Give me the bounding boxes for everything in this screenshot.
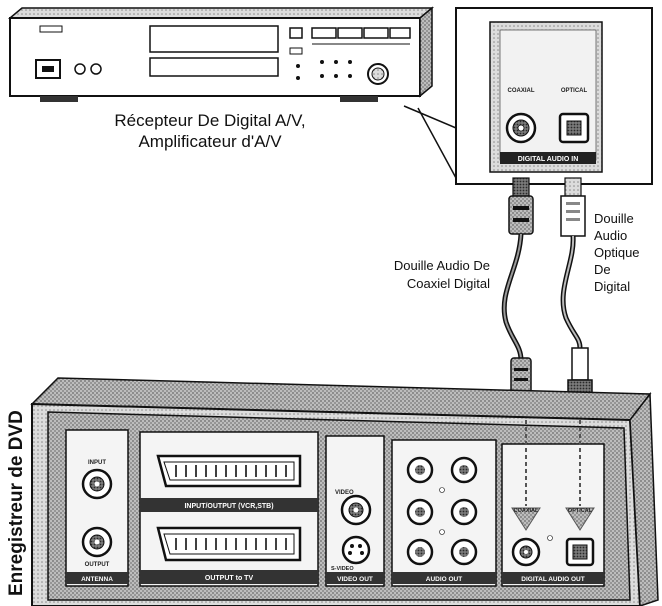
scart-output-tv-socket[interactable]: [156, 526, 302, 562]
scart-input-output-socket[interactable]: [156, 454, 302, 488]
video-label: VIDEO: [335, 490, 354, 496]
antenna-output-label: OUTPUT: [85, 562, 110, 568]
audio-out-panel: [391, 439, 497, 587]
digital-audio-out-panel: [501, 420, 605, 587]
video-out-label: VIDEO OUT: [337, 576, 373, 583]
receiver-label-line2: Amplificateur d'A/V: [138, 132, 282, 151]
receiver-label-line1: Récepteur De Digital A/V,: [114, 111, 305, 130]
antenna-input-label: INPUT: [88, 460, 106, 466]
antenna-panel: [65, 429, 129, 587]
receiver-coaxial-label: COAXIAL: [508, 88, 535, 94]
optical-cable-label-line3: Optique: [594, 245, 640, 260]
digital-audio-in-label: DIGITAL AUDIO IN: [518, 156, 579, 163]
recorder-coaxial-label: COAXIAL: [514, 508, 539, 514]
scart-top-label: INPUT/OUTPUT (VCR,STB): [184, 503, 273, 510]
scart-bottom-label: OUTPUT to TV: [205, 575, 254, 582]
antenna-label: ANTENNA: [81, 576, 113, 583]
receiver-rear-panel: [455, 7, 653, 185]
coaxial-cable: [501, 177, 534, 411]
coaxial-cable-label-line1: Douille Audio De: [394, 258, 490, 273]
zoom-line: [403, 105, 457, 129]
audio-out-label: AUDIO OUT: [426, 576, 463, 583]
optical-cable-label-line2: Audio: [594, 228, 627, 243]
digital-audio-out-label: DIGITAL AUDIO OUT: [521, 576, 584, 583]
coaxial-cable-label-line2: Coaxiel Digital: [407, 276, 490, 291]
svideo-label: S-VIDEO: [331, 566, 354, 572]
svideo-out-jack[interactable]: [341, 535, 371, 565]
optical-cable-label-line4: De: [594, 262, 611, 277]
optical-cable: [560, 177, 593, 415]
optical-cable-label-line1: Douille: [594, 211, 634, 226]
receiver-unit: [7, 6, 435, 102]
receiver-optical-label: OPTICAL: [561, 88, 588, 94]
scart-panel: [139, 431, 319, 587]
video-out-panel: [325, 435, 385, 587]
dvd-recorder-label: Enregistreur de DVD: [6, 410, 27, 596]
optical-cable-label-line5: Digital: [594, 279, 630, 294]
zoom-line: [417, 107, 457, 179]
recorder-optical-label: OPTICAL: [568, 508, 593, 514]
audio-out-jacks[interactable]: [406, 456, 478, 566]
